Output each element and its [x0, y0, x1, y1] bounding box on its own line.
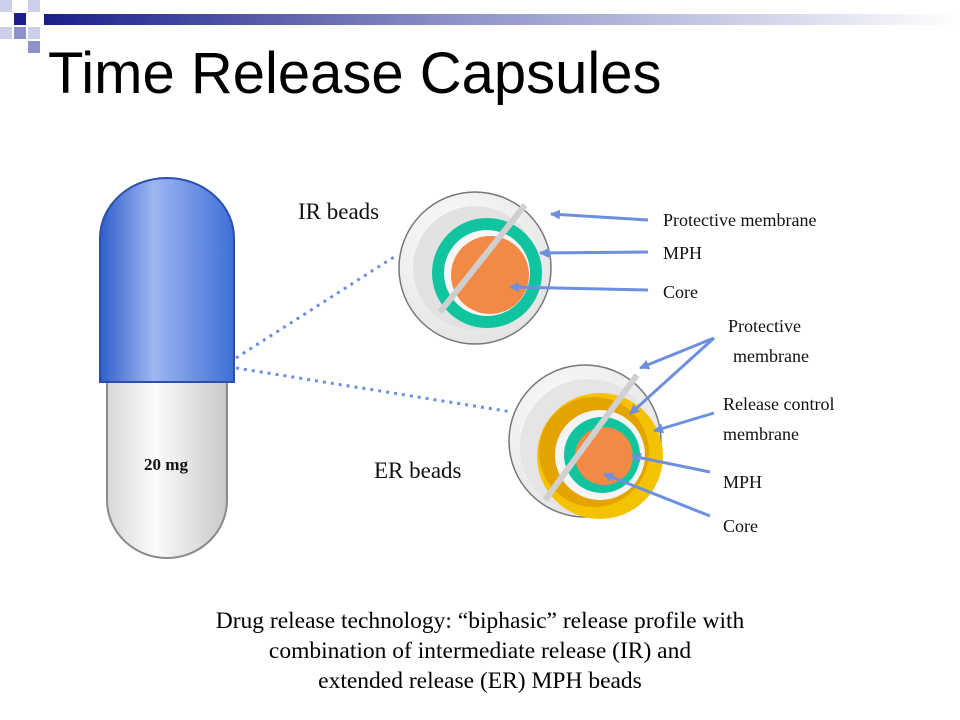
- ir-label-core: Core: [663, 282, 698, 302]
- ir-arrow-mph: [539, 247, 649, 258]
- deco-square: [28, 41, 40, 53]
- ir-bead: [398, 191, 552, 345]
- deco-square: [0, 27, 12, 39]
- er-arrow-protective-2: [628, 336, 716, 416]
- ir-bead-cut-edge: [437, 203, 528, 314]
- ir-arrow-protective: [550, 209, 649, 222]
- er-arrow-mph: [631, 452, 711, 474]
- er-bead-core: [575, 427, 633, 485]
- er-label-release-line2: membrane: [723, 424, 799, 444]
- ir-label-mph: MPH: [663, 243, 702, 263]
- er-label-core: Core: [723, 516, 758, 536]
- slide-title: Time Release Capsules: [48, 41, 662, 106]
- er-label-mph: MPH: [723, 472, 762, 492]
- er-label-protective-line2: membrane: [733, 346, 809, 366]
- deco-square: [14, 13, 26, 25]
- ir-arrow-core: [509, 282, 649, 293]
- er-bead: [508, 364, 663, 519]
- er-connector: [235, 366, 513, 414]
- er-label-release-line1: Release control: [723, 394, 834, 414]
- capsule-top-shell: [99, 177, 235, 383]
- capsule-bottom-shell: [106, 371, 228, 559]
- header-bar: [44, 14, 960, 25]
- caption-line: combination of intermediate release (IR)…: [268, 638, 692, 664]
- er-bead-cut-edge: [542, 373, 640, 502]
- deco-square: [28, 0, 40, 12]
- deco-square: [0, 0, 12, 12]
- header-decoration: [0, 0, 960, 53]
- caption-line: Drug release technology: “biphasic” rele…: [215, 608, 745, 634]
- capsule: 20 mg: [99, 177, 235, 559]
- ir-label-protective: Protective membrane: [663, 210, 816, 230]
- er-arrow-protective-1: [639, 336, 715, 370]
- er-label-protective-line1: Protective: [728, 316, 801, 336]
- er-beads-label: ER beads: [374, 458, 462, 483]
- caption: Drug release technology: “biphasic” rele…: [120, 606, 840, 696]
- caption-line: extended release (ER) MPH beads: [318, 668, 642, 694]
- deco-square: [28, 27, 40, 39]
- ir-bead-core: [451, 236, 529, 314]
- ir-beads-label: IR beads: [298, 199, 379, 224]
- capsule-dose-label: 20 mg: [144, 455, 188, 474]
- er-arrow-release-control: [653, 411, 715, 434]
- ir-connector: [235, 253, 398, 360]
- er-arrow-core: [603, 472, 711, 518]
- deco-square: [14, 27, 26, 39]
